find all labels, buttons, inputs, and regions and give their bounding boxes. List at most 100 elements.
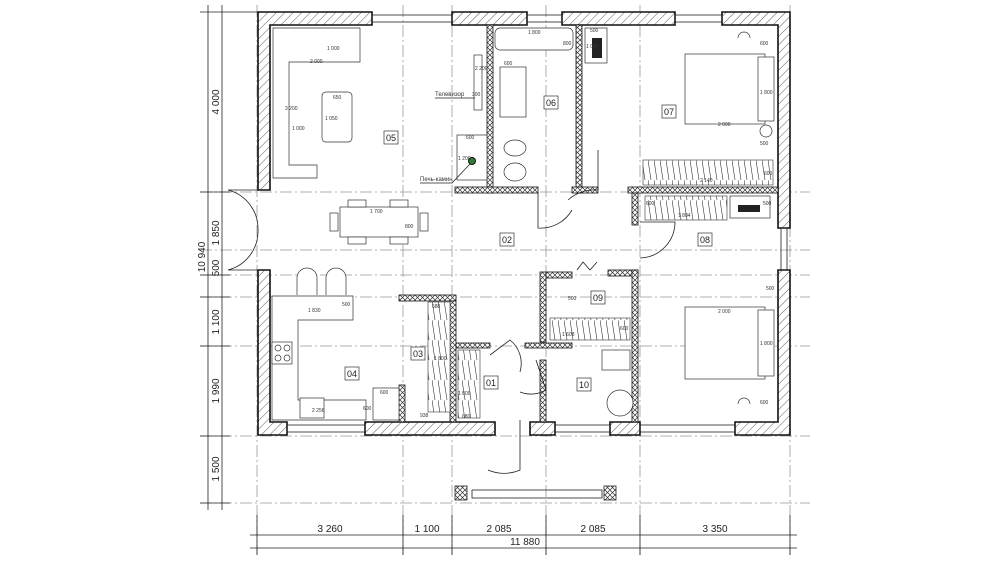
interior-walls xyxy=(398,24,779,423)
svg-text:1 800: 1 800 xyxy=(458,391,471,397)
room-08: 08 xyxy=(697,232,713,247)
svg-text:600: 600 xyxy=(760,400,769,406)
svg-text:300: 300 xyxy=(472,92,481,98)
hob xyxy=(271,341,293,365)
svg-text:2 000: 2 000 xyxy=(310,59,323,65)
vertical-dimensions: 4 000 1 850 500 1 100 1 990 1 500 10 940 xyxy=(197,5,258,510)
room-labels: 01 02 03 04 05 06 07 08 09 10 xyxy=(344,95,713,392)
svg-text:2 000: 2 000 xyxy=(718,309,731,315)
sink xyxy=(499,66,527,118)
dim-total-height: 10 940 xyxy=(197,241,208,272)
dim-2085-b: 2 085 xyxy=(580,524,605,535)
svg-text:05: 05 xyxy=(386,133,396,143)
svg-text:600: 600 xyxy=(363,406,372,412)
svg-text:500: 500 xyxy=(766,286,775,292)
sofa xyxy=(272,27,361,179)
svg-text:1 830: 1 830 xyxy=(308,308,321,314)
svg-text:04: 04 xyxy=(347,369,357,379)
svg-text:500: 500 xyxy=(342,302,351,308)
svg-text:800: 800 xyxy=(563,41,572,47)
svg-text:1 000: 1 000 xyxy=(586,44,599,50)
svg-text:500: 500 xyxy=(760,141,769,147)
svg-text:500: 500 xyxy=(763,201,772,207)
dim-3260: 3 260 xyxy=(317,524,342,535)
dim-500: 500 xyxy=(211,259,222,276)
svg-text:600: 600 xyxy=(504,61,513,67)
room-03: 03 xyxy=(410,346,426,361)
svg-text:2 256: 2 256 xyxy=(312,408,325,414)
svg-text:02: 02 xyxy=(502,235,512,245)
svg-text:500: 500 xyxy=(590,28,599,34)
dim-1990: 1 990 xyxy=(211,378,222,403)
svg-text:650: 650 xyxy=(333,95,342,101)
dim-2085-a: 2 085 xyxy=(486,524,511,535)
bed-07 xyxy=(684,53,766,125)
dim-1850: 1 850 xyxy=(211,220,222,245)
svg-text:2 200: 2 200 xyxy=(475,66,488,72)
windows xyxy=(286,14,788,433)
annotations: Телевизор Печь-камин xyxy=(420,92,475,184)
toilet xyxy=(503,139,527,157)
svg-text:08: 08 xyxy=(700,235,710,245)
room-01: 01 xyxy=(483,375,499,390)
svg-text:10: 10 xyxy=(579,380,589,390)
stove-flue xyxy=(468,157,476,165)
svg-text:1 000: 1 000 xyxy=(292,126,305,132)
svg-text:800: 800 xyxy=(405,224,414,230)
dim-4000: 4 000 xyxy=(211,89,222,114)
bathtub xyxy=(494,27,574,51)
dim-1100: 1 100 xyxy=(211,309,222,334)
svg-text:2 140: 2 140 xyxy=(700,178,713,184)
svg-text:938: 938 xyxy=(420,413,429,419)
svg-text:1 800: 1 800 xyxy=(760,90,773,96)
tv-label: Телевизор xyxy=(435,92,465,98)
svg-text:680: 680 xyxy=(462,414,471,420)
room-04: 04 xyxy=(344,366,360,381)
svg-text:2 000: 2 000 xyxy=(718,122,731,128)
room-06: 06 xyxy=(543,95,559,110)
horizontal-dimensions: 3 260 1 100 2 085 2 085 3 350 11 880 xyxy=(250,515,797,555)
room-10: 10 xyxy=(576,377,592,392)
svg-text:1 608: 1 608 xyxy=(562,332,575,338)
svg-text:600: 600 xyxy=(620,326,629,332)
svg-text:1 200: 1 200 xyxy=(458,156,471,162)
svg-text:06: 06 xyxy=(546,98,556,108)
room-07: 07 xyxy=(661,104,677,119)
dim-1500: 1 500 xyxy=(211,456,222,481)
svg-text:600: 600 xyxy=(764,171,773,177)
svg-text:600: 600 xyxy=(380,390,389,396)
svg-text:01: 01 xyxy=(486,378,496,388)
svg-text:3 200: 3 200 xyxy=(285,106,298,112)
doors xyxy=(227,150,676,474)
furniture-dimensions: 2 000 1 000 3 200 1 000 650 1 050 1 700 … xyxy=(285,28,775,420)
room-02: 02 xyxy=(499,232,515,247)
svg-text:580: 580 xyxy=(432,304,441,310)
bed-08 xyxy=(684,306,766,380)
svg-text:600: 600 xyxy=(760,41,769,47)
dim-1100-h: 1 100 xyxy=(414,524,439,535)
svg-text:600: 600 xyxy=(466,135,475,141)
furniture xyxy=(271,27,775,421)
kitchen-counter xyxy=(271,295,367,421)
svg-text:1 050: 1 050 xyxy=(325,116,338,122)
svg-text:1 000: 1 000 xyxy=(327,46,340,52)
porch xyxy=(454,485,617,501)
room-09: 09 xyxy=(590,290,606,305)
room-05: 05 xyxy=(383,130,399,145)
dim-total-width: 11 880 xyxy=(510,537,540,548)
stove-label: Печь-камин xyxy=(420,177,453,183)
svg-text:600: 600 xyxy=(646,201,655,207)
svg-text:1 800: 1 800 xyxy=(528,30,541,36)
svg-text:1 804: 1 804 xyxy=(678,213,691,219)
svg-text:07: 07 xyxy=(664,107,674,117)
dim-3350: 3 350 xyxy=(702,524,727,535)
svg-text:03: 03 xyxy=(413,349,423,359)
dining-table xyxy=(339,206,419,238)
svg-text:1 700: 1 700 xyxy=(370,209,383,215)
coffee-table xyxy=(321,91,353,143)
svg-text:1 800: 1 800 xyxy=(760,341,773,347)
tv xyxy=(473,54,483,111)
svg-text:09: 09 xyxy=(593,293,603,303)
svg-text:500: 500 xyxy=(568,296,577,302)
